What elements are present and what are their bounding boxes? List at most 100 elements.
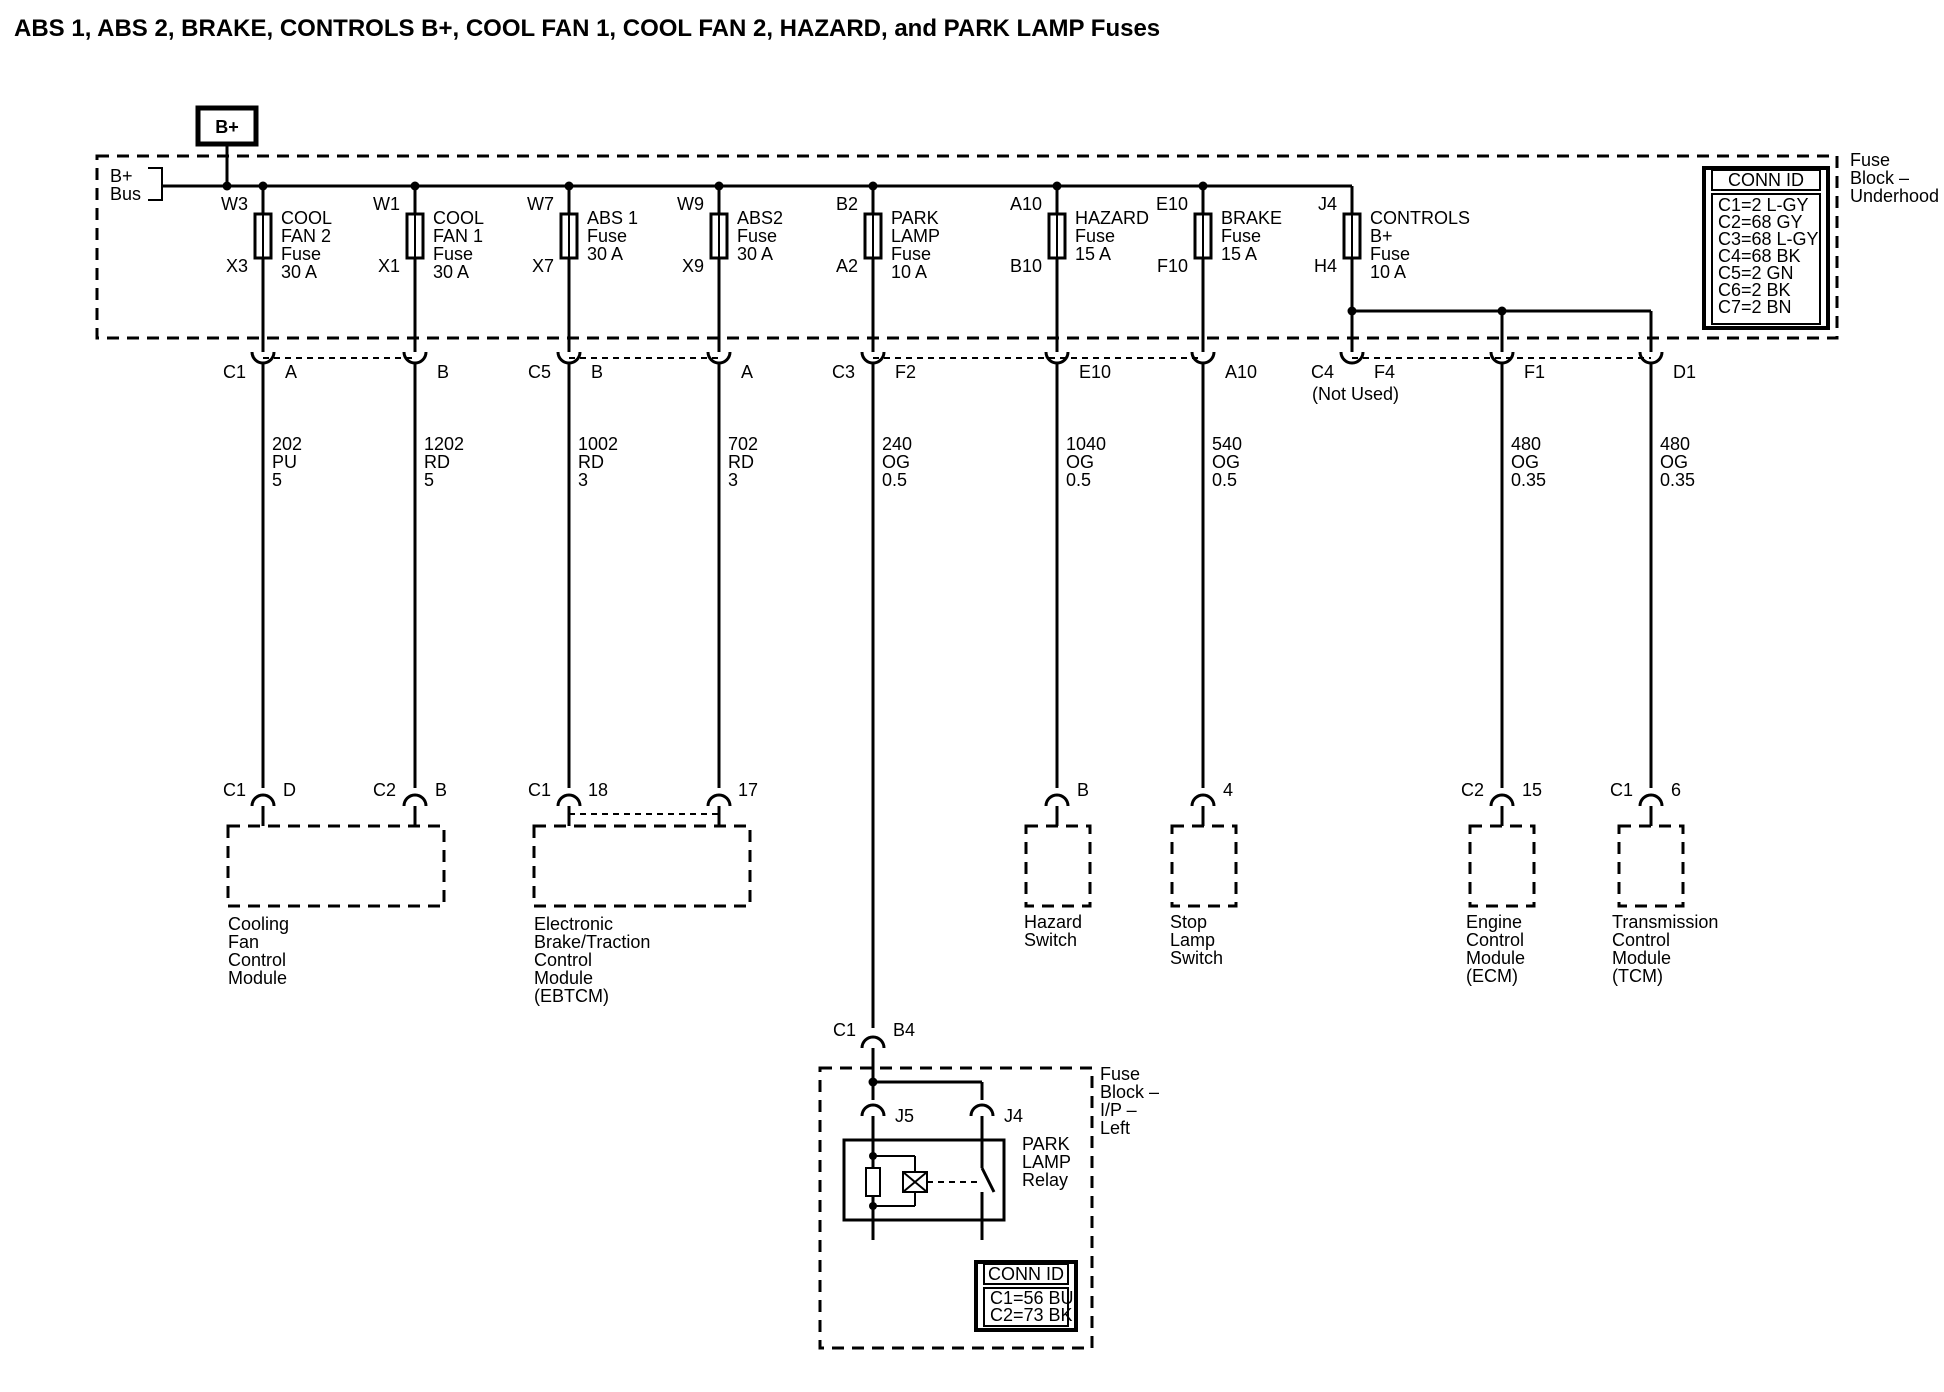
wire-circuit-number: 1202 [424, 434, 464, 454]
fuse-bottom-terminal: H4 [1314, 256, 1337, 276]
fuse-block-ip-label-4: Left [1100, 1118, 1130, 1138]
fuse-label-line: Fuse [1221, 226, 1261, 246]
component-label-line: Transmission [1612, 912, 1718, 932]
wire-size: 3 [578, 470, 588, 490]
connector-symbol [402, 793, 428, 826]
wire-color: OG [1660, 452, 1688, 472]
conn-id-row: C1=56 BU [990, 1288, 1074, 1308]
fuse-label-line: COOL [433, 208, 484, 228]
wire-size: 3 [728, 470, 738, 490]
connector-symbol [402, 338, 428, 365]
wire-size: 0.5 [1212, 470, 1237, 490]
fuse-label-line: Fuse [891, 244, 931, 264]
wire-size: 5 [424, 470, 434, 490]
wire-label: 1040 OG 0.5 [1066, 434, 1106, 490]
relay-pin-left: J5 [895, 1106, 914, 1126]
conn-id-ip-table: CONN ID C1=56 BU C2=73 BK [974, 1260, 1078, 1332]
b-plus-source-label: B+ [215, 117, 239, 137]
fuse-top-terminal: W9 [677, 194, 704, 214]
fuse-label-line: Fuse [281, 244, 321, 264]
fuse-top-terminal: E10 [1156, 194, 1188, 214]
wire-size: 5 [272, 470, 282, 490]
engine-control-module: Engine Control Module (ECM) [1466, 824, 1536, 986]
fuse-park-lamp: B2 A2 PARK LAMP Fuse 10 A [836, 181, 940, 338]
component-label-line: Electronic [534, 914, 613, 934]
fuse-label-line: 15 A [1221, 244, 1257, 264]
component-label-line: Engine [1466, 912, 1522, 932]
fuse-top-terminal: A10 [1010, 194, 1042, 214]
component-connector-pin: 4 [1223, 780, 1233, 800]
block-connector-pin: F4 [1374, 362, 1395, 382]
relay-pin-right: J4 [1004, 1106, 1023, 1126]
fuse-label-line: 10 A [1370, 262, 1406, 282]
block-connector-id: C1 [223, 362, 246, 382]
component-connector-pin: 15 [1522, 780, 1542, 800]
wire-color: OG [1511, 452, 1539, 472]
connector-symbol [250, 793, 276, 826]
connector-symbol [1044, 793, 1070, 826]
fuse-abs-2: W9 X9 ABS2 Fuse 30 A [677, 181, 783, 338]
fuse-label-line: Fuse [1075, 226, 1115, 246]
fuse-label-line: BRAKE [1221, 208, 1282, 228]
wire-circuit-number: 480 [1511, 434, 1541, 454]
component-connector-id: C1 [1610, 780, 1633, 800]
fuse-brake: E10 F10 BRAKE Fuse 15 A [1156, 181, 1282, 338]
fuse-label-line: ABS2 [737, 208, 783, 228]
component-connector-id: C1 [223, 780, 246, 800]
block-connector-pin: A [285, 362, 297, 382]
fuse-label-line: 30 A [433, 262, 469, 282]
park-lamp-relay: PARK LAMP Relay [842, 1134, 1071, 1240]
wire-label: 202 PU 5 [272, 434, 302, 490]
fuse-block-ip-label-3: I/P – [1100, 1100, 1137, 1120]
fuse-block-underhood-outline [95, 154, 1839, 340]
fuse-block-ip-label-1: Fuse [1100, 1064, 1140, 1084]
block-connector-pin: A [741, 362, 753, 382]
fuse-label-line: Fuse [433, 244, 473, 264]
wire-size: 0.35 [1511, 470, 1546, 490]
wire-circuit-number: 1002 [578, 434, 618, 454]
wire-size: 0.5 [882, 470, 907, 490]
stop-lamp-switch: Stop Lamp Switch [1170, 824, 1238, 968]
conn-id-row: C5=2 GN [1718, 263, 1794, 283]
fuse-bottom-terminal: X3 [226, 256, 248, 276]
component-label-line: (ECM) [1466, 966, 1518, 986]
fuse-block-underhood-label-2: Block – [1850, 168, 1909, 188]
wire-label: 702 RD 3 [728, 434, 758, 490]
connector-symbol [706, 793, 732, 826]
fuse-bottom-terminal: X9 [682, 256, 704, 276]
component-label-line: Control [1612, 930, 1670, 950]
connector-symbol [1489, 338, 1515, 365]
diagram-title: ABS 1, ABS 2, BRAKE, CONTROLS B+, COOL F… [14, 15, 1160, 42]
fuse-abs-1: W7 X7 ABS 1 Fuse 30 A [527, 181, 638, 338]
fuse-top-terminal: W7 [527, 194, 554, 214]
block-connector-id: C5 [528, 362, 551, 382]
wire-label: 1202 RD 5 [424, 434, 464, 490]
component-connector-pin: 17 [738, 780, 758, 800]
component-label-line: Switch [1024, 930, 1077, 950]
conn-id-row: C6=2 BK [1718, 280, 1791, 300]
wire-circuit-number: 240 [882, 434, 912, 454]
wire-circuit-number: 1040 [1066, 434, 1106, 454]
block-connector-pin: B [591, 362, 603, 382]
block-connector-pin: E10 [1079, 362, 1111, 382]
fuse-block-ip-outline [818, 1066, 1094, 1350]
fuse-bottom-terminal: A2 [836, 256, 858, 276]
fuse-controls-b-plus: J4 H4 CONTROLS B+ Fuse 10 A [1314, 186, 1470, 338]
relay-label-line: LAMP [1022, 1152, 1071, 1172]
fuse-label-line: Fuse [587, 226, 627, 246]
transmission-control-module: Transmission Control Module (TCM) [1612, 824, 1718, 986]
component-label-line: Hazard [1024, 912, 1082, 932]
fuse-label-line: B+ [1370, 226, 1393, 246]
conn-id-underhood-table: CONN ID C1=2 L-GY C2=68 GY C3=68 L-GY C4… [1702, 166, 1830, 330]
wire-circuit-number: 202 [272, 434, 302, 454]
wire-color: OG [1212, 452, 1240, 472]
block-connector-pin: F2 [895, 362, 916, 382]
fuse-label-line: FAN 2 [281, 226, 331, 246]
wire-size: 0.35 [1660, 470, 1695, 490]
relay-label-line: PARK [1022, 1134, 1070, 1154]
fuse-bottom-terminal: X7 [532, 256, 554, 276]
component-label-line: Control [228, 950, 286, 970]
fuse-label-line: CONTROLS [1370, 208, 1470, 228]
wire-circuit-number: 540 [1212, 434, 1242, 454]
component-connector-pin: D [283, 780, 296, 800]
